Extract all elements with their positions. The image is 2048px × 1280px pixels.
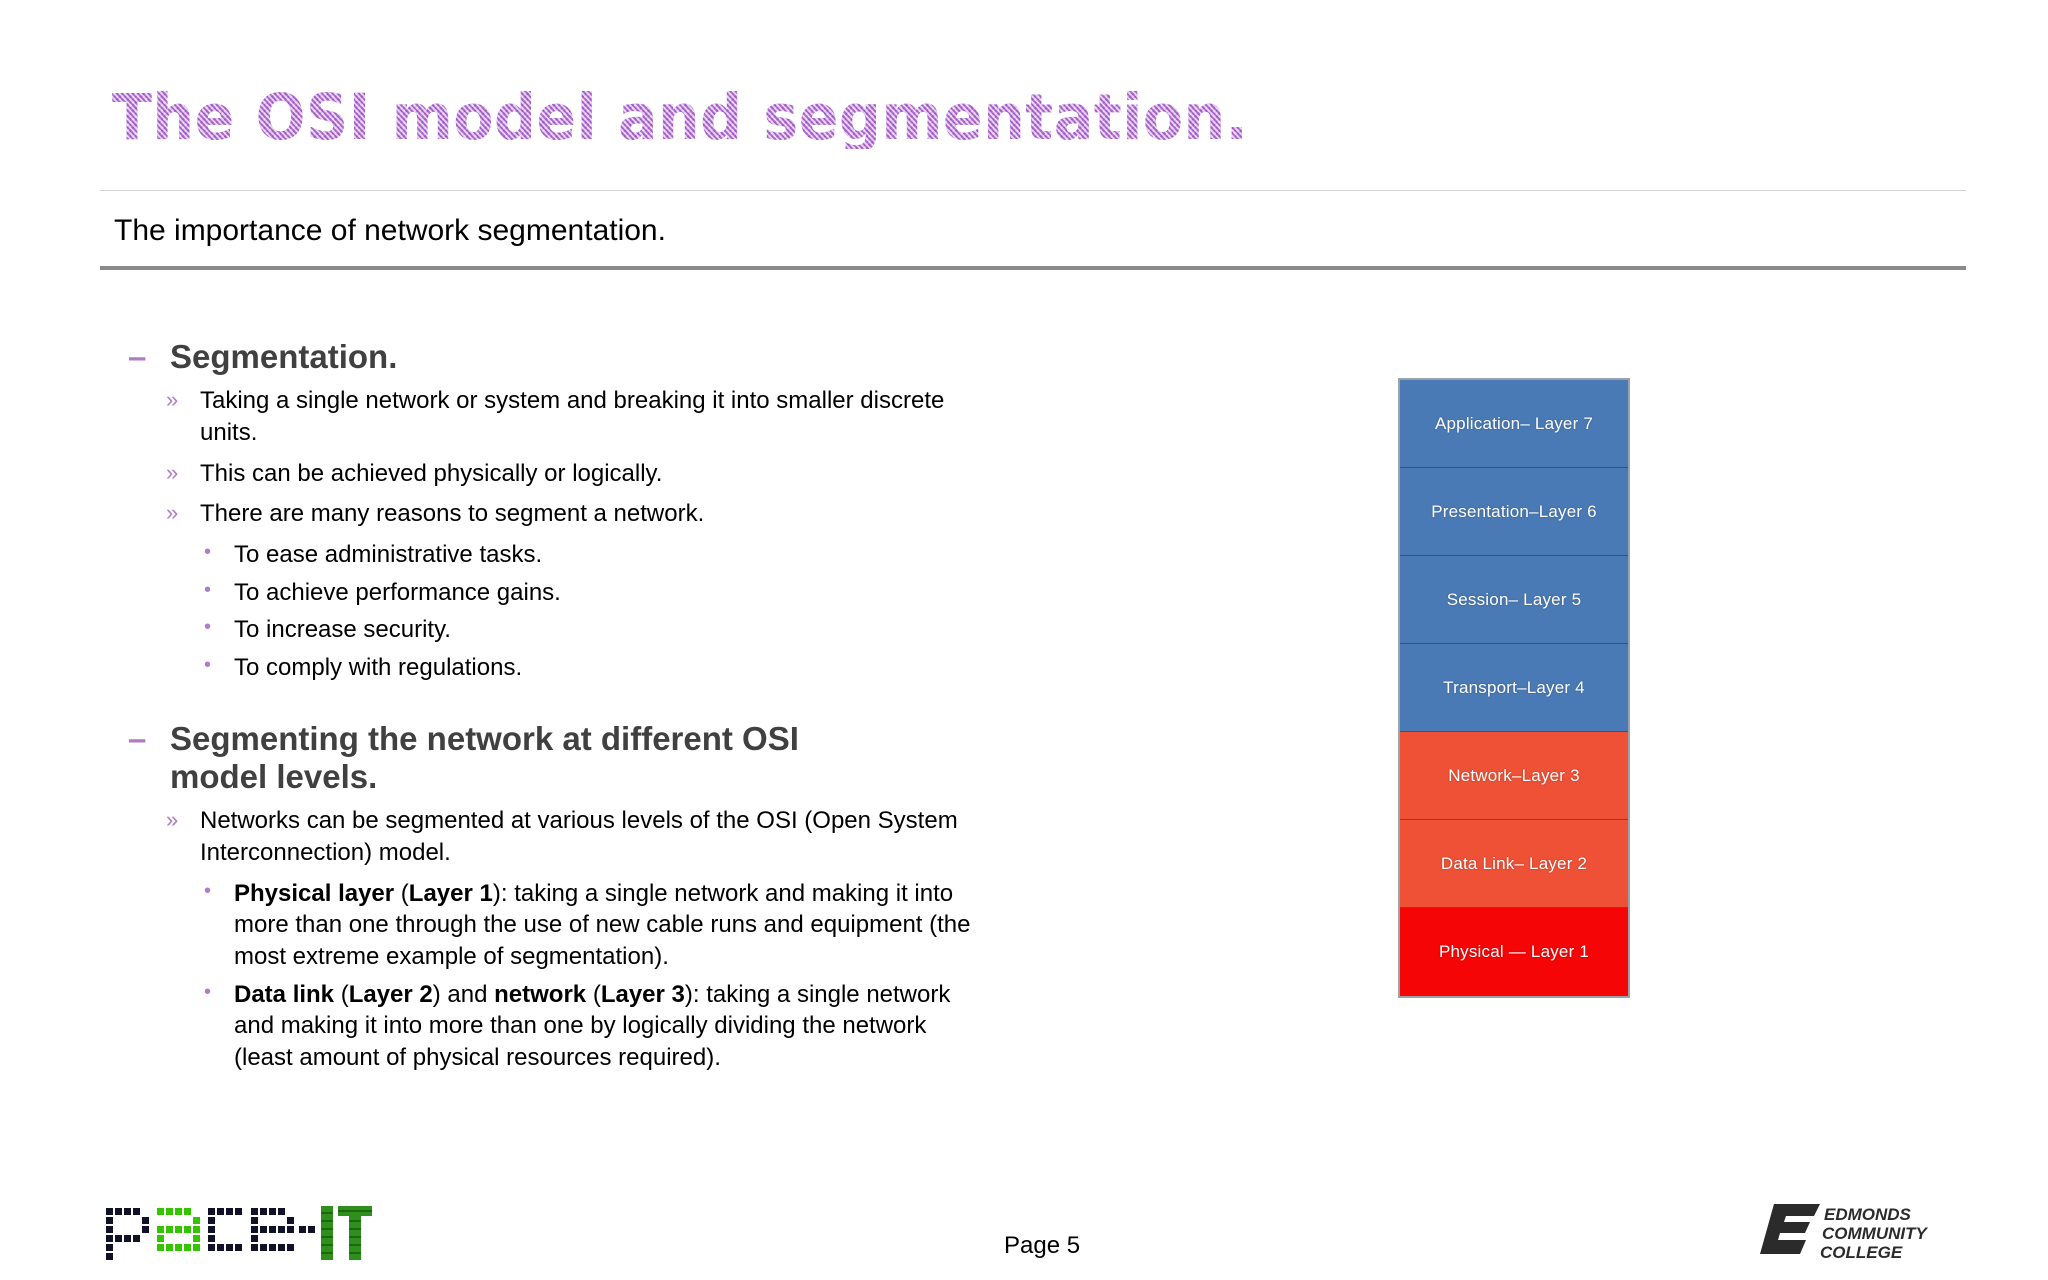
osi-layer-1: Physical — Layer 1 xyxy=(1400,908,1628,996)
list-item-label: This can be achieved physically or logic… xyxy=(200,459,663,487)
osi-layer-label: Physical — Layer 1 xyxy=(1438,942,1590,961)
list-item-label: Taking a single network or system and br… xyxy=(200,387,945,446)
dash-marker-icon: – xyxy=(128,338,147,375)
osi-layer-3: Network–Layer 3 xyxy=(1400,732,1628,820)
dot-bullet-icon: • xyxy=(204,980,212,1003)
edmonds-wordmark: EDMONDS COMMUNITY COLLEGE xyxy=(1820,1205,1928,1262)
section-heading-label: Segmentation. xyxy=(170,338,398,375)
slide-body: – Segmentation. » Taking a single networ… xyxy=(128,338,1028,1080)
list-item-label: Physical layer (Layer 1): taking a singl… xyxy=(234,879,971,970)
pace-it-logo xyxy=(106,1206,372,1260)
section-heading-label: Segmenting the network at different OSI … xyxy=(170,719,799,795)
subtitle-divider-thick xyxy=(100,266,1966,270)
dot-bullet-icon: • xyxy=(204,879,212,902)
list-item: » Networks can be segmented at various l… xyxy=(166,805,1028,868)
osi-layer-5: Session– Layer 5 xyxy=(1400,556,1628,644)
edmonds-community-college-logo: EDMONDS COMMUNITY COLLEGE xyxy=(1760,1204,1928,1262)
osi-layer-2: Data Link– Layer 2 xyxy=(1400,820,1628,908)
section-spacer xyxy=(128,690,1028,720)
dot-bullet-icon: • xyxy=(204,616,212,639)
page-subtitle: The importance of network segmentation. xyxy=(114,214,666,247)
list-item: » There are many reasons to segment a ne… xyxy=(166,498,1028,530)
osi-layer-label: Network–Layer 3 xyxy=(1448,765,1580,785)
osi-layer-4: Transport–Layer 4 xyxy=(1400,644,1628,732)
list-item-label: Networks can be segmented at various lev… xyxy=(200,807,958,866)
edmonds-e-mark xyxy=(1760,1204,1820,1254)
list-item-label: There are many reasons to segment a netw… xyxy=(200,500,705,528)
double-chevron-icon: » xyxy=(166,387,179,413)
edmonds-line-3: COLLEGE xyxy=(1820,1243,1903,1262)
double-chevron-icon: » xyxy=(166,500,179,526)
list-item-label: Data link (Layer 2) and network (Layer 3… xyxy=(234,980,951,1071)
dot-bullet-icon: • xyxy=(204,653,212,676)
list-item: • Physical layer (Layer 1): taking a sin… xyxy=(204,878,1028,973)
edmonds-line-1: EDMONDS xyxy=(1824,1205,1912,1224)
list-item: • To increase security. xyxy=(204,614,1028,646)
osi-layer-label: Application– Layer 7 xyxy=(1434,413,1594,433)
osi-layer-label: Transport–Layer 4 xyxy=(1443,677,1585,697)
list-item-label: To ease administrative tasks. xyxy=(234,540,543,568)
page-title: The OSI model and segmentation. xyxy=(112,81,1249,154)
osi-layer-stack: Application– Layer 7 Presentation–Layer … xyxy=(1398,378,1630,998)
list-item: • To comply with regulations. xyxy=(204,652,1028,684)
dash-marker-icon: – xyxy=(128,719,147,757)
double-chevron-icon: » xyxy=(166,459,179,485)
section-heading-osi-levels: – Segmenting the network at different OS… xyxy=(128,720,1028,797)
page-number: Page 5 xyxy=(1004,1232,1081,1259)
double-chevron-icon: » xyxy=(166,807,179,833)
section-heading-segmentation: – Segmentation. xyxy=(128,338,1028,376)
list-item-label: To comply with regulations. xyxy=(234,653,523,681)
list-item: • To ease administrative tasks. xyxy=(204,539,1028,571)
list-item-label: To achieve performance gains. xyxy=(234,578,561,606)
list-item: » This can be achieved physically or log… xyxy=(166,458,1028,490)
list-item: » Taking a single network or system and … xyxy=(166,385,1028,448)
list-item: • Data link (Layer 2) and network (Layer… xyxy=(204,979,1028,1074)
list-item: • To achieve performance gains. xyxy=(204,577,1028,609)
osi-layer-label: Session– Layer 5 xyxy=(1446,589,1582,609)
title-divider-thin xyxy=(100,190,1966,191)
pace-it-logo-mark xyxy=(106,1206,372,1260)
osi-layer-label: Data Link– Layer 2 xyxy=(1440,853,1588,873)
osi-layer-6: Presentation–Layer 6 xyxy=(1400,468,1628,556)
dot-bullet-icon: • xyxy=(204,578,212,601)
edmonds-line-2: COMMUNITY xyxy=(1822,1224,1928,1243)
osi-layer-7: Application– Layer 7 xyxy=(1400,380,1628,468)
list-item-label: To increase security. xyxy=(234,616,451,644)
osi-layer-label: Presentation–Layer 6 xyxy=(1431,501,1597,521)
dot-bullet-icon: • xyxy=(204,540,212,563)
